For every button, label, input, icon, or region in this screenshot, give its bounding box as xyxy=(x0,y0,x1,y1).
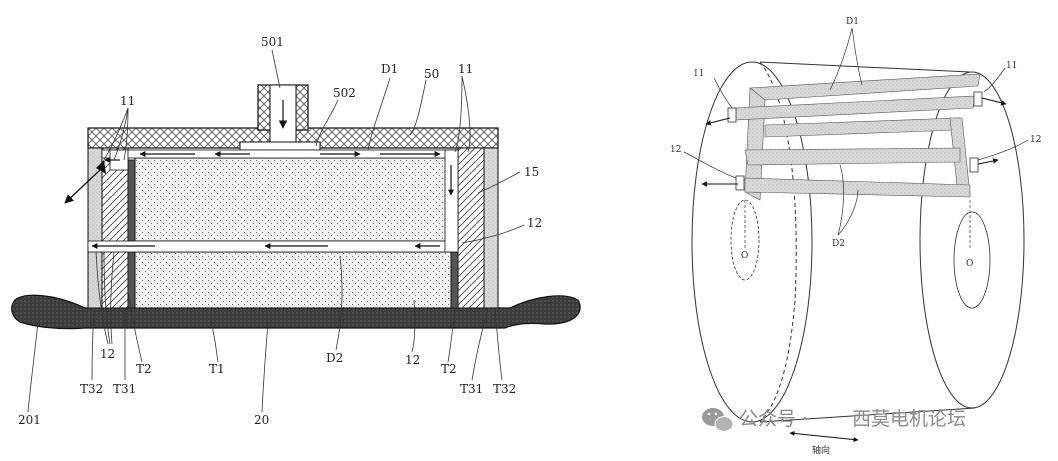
label-T32-left: T32 xyxy=(80,382,103,396)
label-T31-left: T31 xyxy=(113,382,136,396)
left-cross-section: 501 502 D1 50 11 11 15 12 12 T2 T32 T31 … xyxy=(11,35,581,427)
label-D2: D2 xyxy=(326,351,343,365)
watermark-name: 西莫电机论坛 xyxy=(852,408,966,430)
label-T2-left: T2 xyxy=(136,362,152,376)
label-12-left: 12 xyxy=(100,347,115,361)
watermark: 公众号 · 西莫电机论坛 xyxy=(702,408,966,432)
outer-wall-right xyxy=(483,147,499,309)
rlabel-12-right: 12 xyxy=(1030,135,1041,145)
strip-left xyxy=(127,159,136,309)
rlabel-11-left: 11 xyxy=(693,69,704,79)
label-501: 501 xyxy=(261,35,284,49)
distribution-plate xyxy=(239,141,321,151)
core-lower xyxy=(134,251,452,309)
label-50: 50 xyxy=(424,67,439,81)
label-T1: T1 xyxy=(209,362,225,376)
rlabel-O-left: O xyxy=(741,251,748,261)
label-12-right: 12 xyxy=(527,216,542,230)
wechat-icon xyxy=(702,408,734,432)
label-11-left: 11 xyxy=(120,94,135,108)
label-T2-right: T2 xyxy=(441,362,457,376)
inner-wall-right xyxy=(457,147,485,309)
cylinder-left-end xyxy=(691,61,813,423)
label-201: 201 xyxy=(18,413,41,427)
label-D1: D1 xyxy=(381,62,398,76)
cylinder-right-end xyxy=(919,71,1025,409)
watermark-prefix: 公众号 · xyxy=(739,408,808,430)
right-cylinder-diagram: D1 11 11 12 12 D2 O O 轴向 xyxy=(670,17,1041,456)
rlabel-O-right: O xyxy=(966,259,973,269)
label-20: 20 xyxy=(254,413,269,427)
label-T31-right: T31 xyxy=(460,382,483,396)
rlabel-11-right: 11 xyxy=(1006,61,1017,71)
channel-D2-band xyxy=(744,147,961,166)
label-12-bottom: 12 xyxy=(405,353,420,367)
rlabel-axial: 轴向 xyxy=(812,444,830,456)
label-11-right: 11 xyxy=(458,62,473,76)
inner-wall-left xyxy=(101,147,129,309)
channel-right-vertical xyxy=(444,149,459,253)
label-502: 502 xyxy=(333,86,356,100)
rlabel-D1: D1 xyxy=(846,17,859,27)
base-plate xyxy=(11,294,581,330)
label-15: 15 xyxy=(524,165,539,179)
label-T32-right: T32 xyxy=(493,382,516,396)
rlabel-12-left: 12 xyxy=(670,145,681,155)
core-upper xyxy=(134,157,452,242)
rlabel-D2: D2 xyxy=(832,239,845,249)
outer-wall-left xyxy=(87,147,103,309)
